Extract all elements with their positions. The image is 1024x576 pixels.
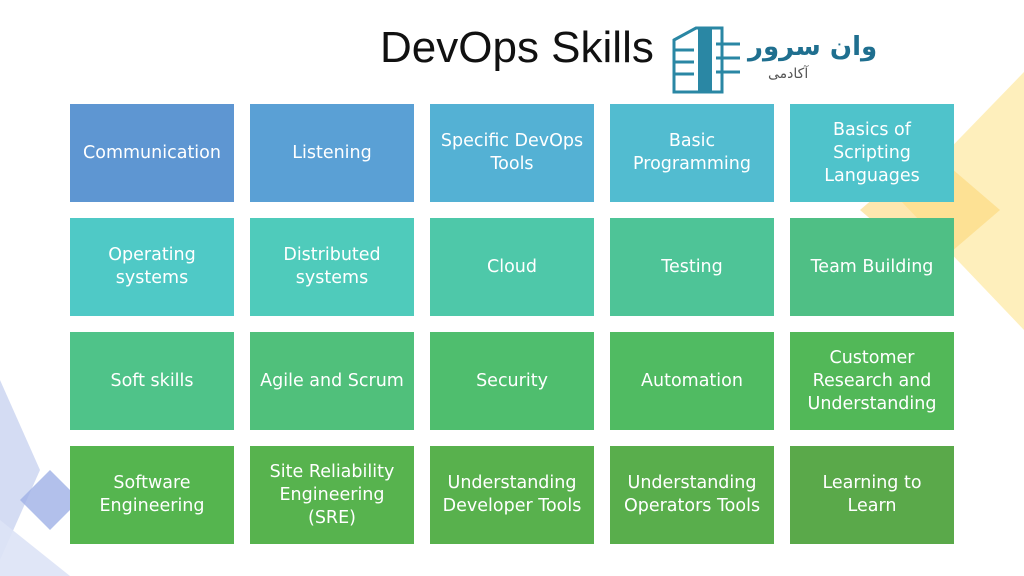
skill-cell: Basics of Scripting Languages xyxy=(790,104,954,202)
skill-cell: Operating systems xyxy=(70,218,234,316)
logo-name: وان سرور xyxy=(748,32,878,62)
skill-cell: Site Reliability Engineering (SRE) xyxy=(250,446,414,544)
logo-mark-icon xyxy=(672,26,740,94)
logo-subtitle: آکادمی xyxy=(768,66,809,82)
skill-cell: Customer Research and Understanding xyxy=(790,332,954,430)
skill-cell: Automation xyxy=(610,332,774,430)
skill-cell: Cloud xyxy=(430,218,594,316)
skill-cell: Software Engineering xyxy=(70,446,234,544)
skill-cell: Specific DevOps Tools xyxy=(430,104,594,202)
page-title: DevOps Skills xyxy=(380,23,654,72)
skill-cell: Distributed systems xyxy=(250,218,414,316)
skill-cell: Learning to Learn xyxy=(790,446,954,544)
skill-cell: Testing xyxy=(610,218,774,316)
skill-cell: Understanding Developer Tools xyxy=(430,446,594,544)
skill-cell: Basic Programming xyxy=(610,104,774,202)
brand-logo: وان سرور آکادمی xyxy=(668,22,898,98)
skill-cell: Communication xyxy=(70,104,234,202)
skill-cell: Team Building xyxy=(790,218,954,316)
skill-cell: Soft skills xyxy=(70,332,234,430)
skill-cell: Agile and Scrum xyxy=(250,332,414,430)
skill-cell: Listening xyxy=(250,104,414,202)
skill-cell: Security xyxy=(430,332,594,430)
skill-cell: Understanding Operators Tools xyxy=(610,446,774,544)
